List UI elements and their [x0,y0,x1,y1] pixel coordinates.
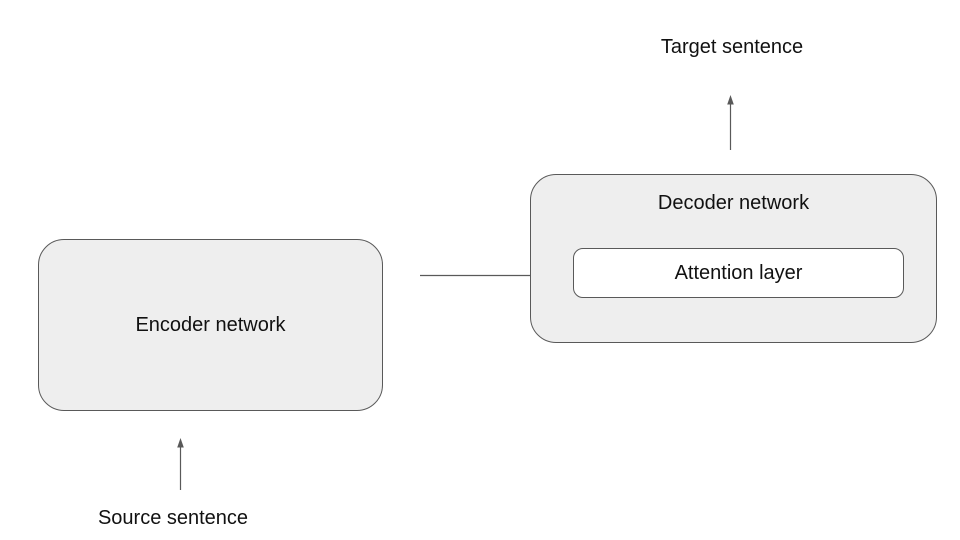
arrow-head-icon [177,438,184,448]
encoder-network-box: Encoder network [38,239,383,411]
arrow-decoder-to-target [727,95,734,150]
decoder-network-box: Decoder network Attention layer [530,174,937,343]
arrow-head-icon [727,95,734,105]
decoder-network-label: Decoder network [657,192,810,214]
arrow-source-to-encoder [177,438,184,490]
encoder-network-label: Encoder network [135,313,286,336]
attention-layer-box: Attention layer [573,248,904,298]
source-sentence-label: Source sentence [97,507,249,529]
attention-layer-label: Attention layer [674,261,803,284]
target-sentence-label: Target sentence [660,36,804,58]
